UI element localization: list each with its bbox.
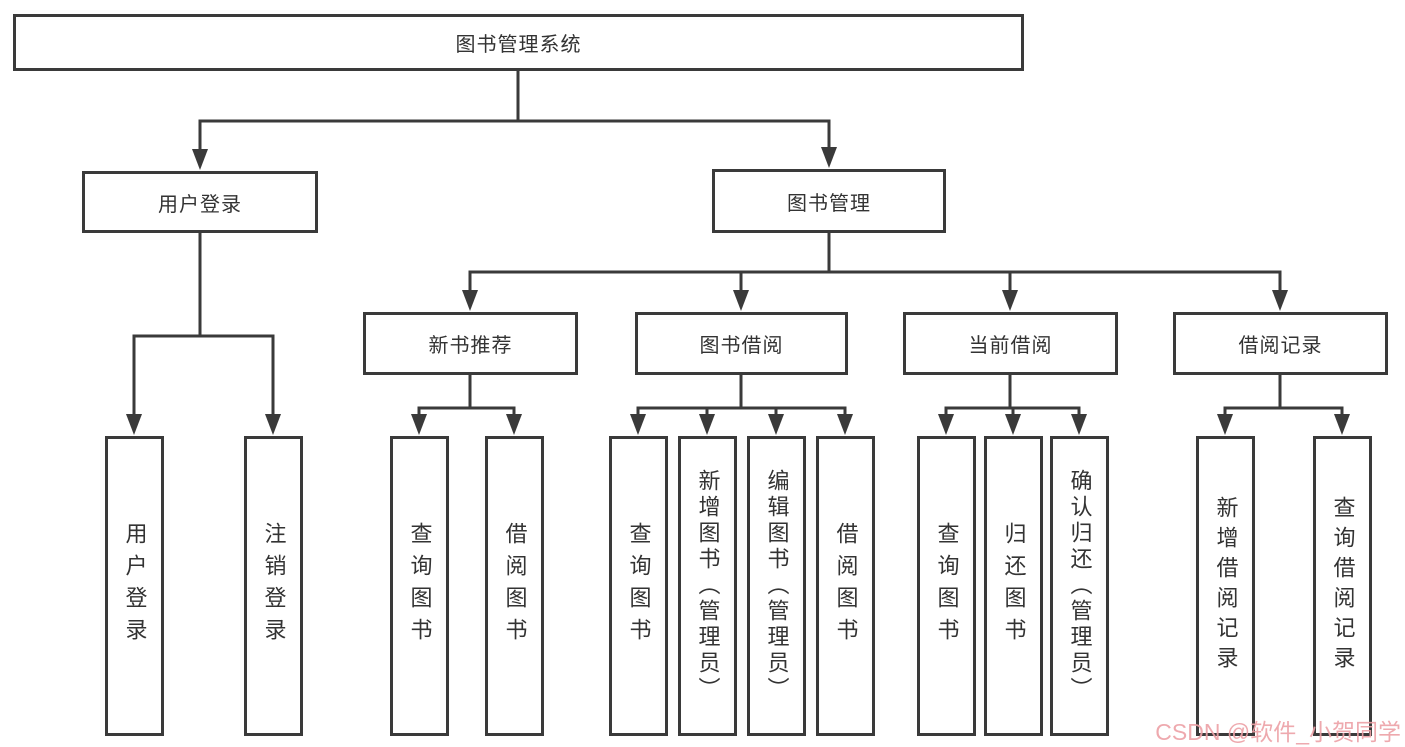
- node-borrow-records: 借阅记录: [1173, 312, 1388, 375]
- leaf-query-borrow-record-label: 查询借阅记录: [1330, 496, 1356, 676]
- node-user-login: 用户登录: [82, 171, 318, 233]
- node-book-borrow: 图书借阅: [635, 312, 848, 375]
- node-borrow-records-label: 借阅记录: [1238, 335, 1323, 357]
- node-root: 图书管理系统: [13, 14, 1024, 71]
- arrowheads: [126, 147, 1350, 435]
- node-new-book-recommend-label: 新书推荐: [428, 335, 513, 357]
- leaf-confirm-return-admin-label: 确认归还（管理员）: [1067, 469, 1093, 703]
- leaf-query-books-1: 查询图书: [390, 436, 449, 736]
- leaf-borrow-books-2-label: 借阅图书: [833, 522, 859, 650]
- leaf-add-borrow-record: 新增借阅记录: [1196, 436, 1255, 736]
- leaf-query-books-3-label: 查询图书: [934, 522, 960, 650]
- leaf-add-books-admin-label: 新增图书（管理员）: [695, 469, 721, 703]
- leaf-borrow-books-1-label: 借阅图书: [502, 522, 528, 650]
- node-book-management-label: 图书管理: [787, 192, 871, 215]
- leaf-query-borrow-record: 查询借阅记录: [1313, 436, 1372, 736]
- leaf-logout-label: 注销登录: [261, 522, 287, 650]
- leaf-logout: 注销登录: [244, 436, 303, 736]
- leaf-edit-books-admin: 编辑图书（管理员）: [747, 436, 806, 736]
- node-current-borrow-label: 当前借阅: [968, 335, 1053, 357]
- leaf-return-books: 归还图书: [984, 436, 1043, 736]
- leaf-query-books-3: 查询图书: [917, 436, 976, 736]
- leaf-user-login: 用户登录: [105, 436, 164, 736]
- leaf-user-login-label: 用户登录: [122, 522, 148, 650]
- leaf-confirm-return-admin: 确认归还（管理员）: [1050, 436, 1109, 736]
- leaf-query-books-2: 查询图书: [609, 436, 668, 736]
- node-user-login-label: 用户登录: [158, 193, 242, 216]
- leaf-borrow-books-1: 借阅图书: [485, 436, 544, 736]
- node-book-borrow-label: 图书借阅: [699, 335, 784, 357]
- leaf-query-books-2-label: 查询图书: [626, 522, 652, 650]
- node-current-borrow: 当前借阅: [903, 312, 1118, 375]
- leaf-add-borrow-record-label: 新增借阅记录: [1213, 496, 1239, 676]
- leaf-return-books-label: 归还图书: [1001, 522, 1027, 650]
- node-new-book-recommend: 新书推荐: [363, 312, 578, 375]
- leaf-borrow-books-2: 借阅图书: [816, 436, 875, 736]
- leaf-edit-books-admin-label: 编辑图书（管理员）: [764, 469, 790, 703]
- leaf-add-books-admin: 新增图书（管理员）: [678, 436, 737, 736]
- node-root-label: 图书管理系统: [455, 34, 582, 56]
- leaf-query-books-1-label: 查询图书: [407, 522, 433, 650]
- watermark: CSDN @软件_小贺同学: [1155, 719, 1401, 745]
- node-book-management: 图书管理: [712, 169, 946, 233]
